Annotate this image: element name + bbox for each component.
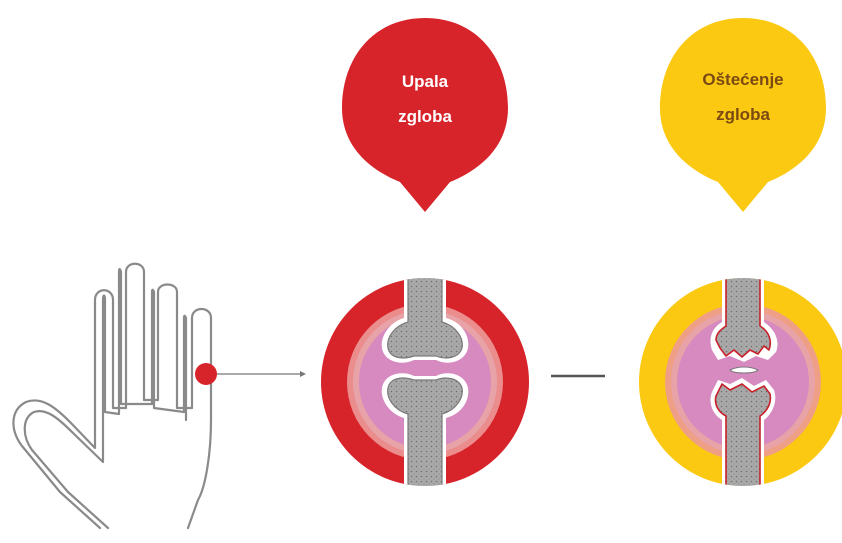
damage-callout: Oštećenje zgloba: [660, 18, 826, 212]
inflammation-callout-shape: [342, 18, 508, 212]
inflammation-title-line1: Upala: [402, 72, 449, 91]
inflammation-callout: Upala zgloba: [342, 18, 508, 212]
hand-outline-icon: [12, 262, 213, 530]
inflammation-title-line2: zgloba: [398, 107, 452, 126]
inflamed-joint-illustration: [321, 278, 529, 486]
damage-title-line1: Oštećenje: [702, 70, 783, 89]
damaged-joint-illustration: [639, 278, 842, 486]
damage-callout-shape: [660, 18, 826, 212]
damage-title-line2: zgloba: [716, 105, 770, 124]
arrow-right-icon: [217, 371, 306, 377]
joint-marker-dot: [195, 363, 217, 385]
